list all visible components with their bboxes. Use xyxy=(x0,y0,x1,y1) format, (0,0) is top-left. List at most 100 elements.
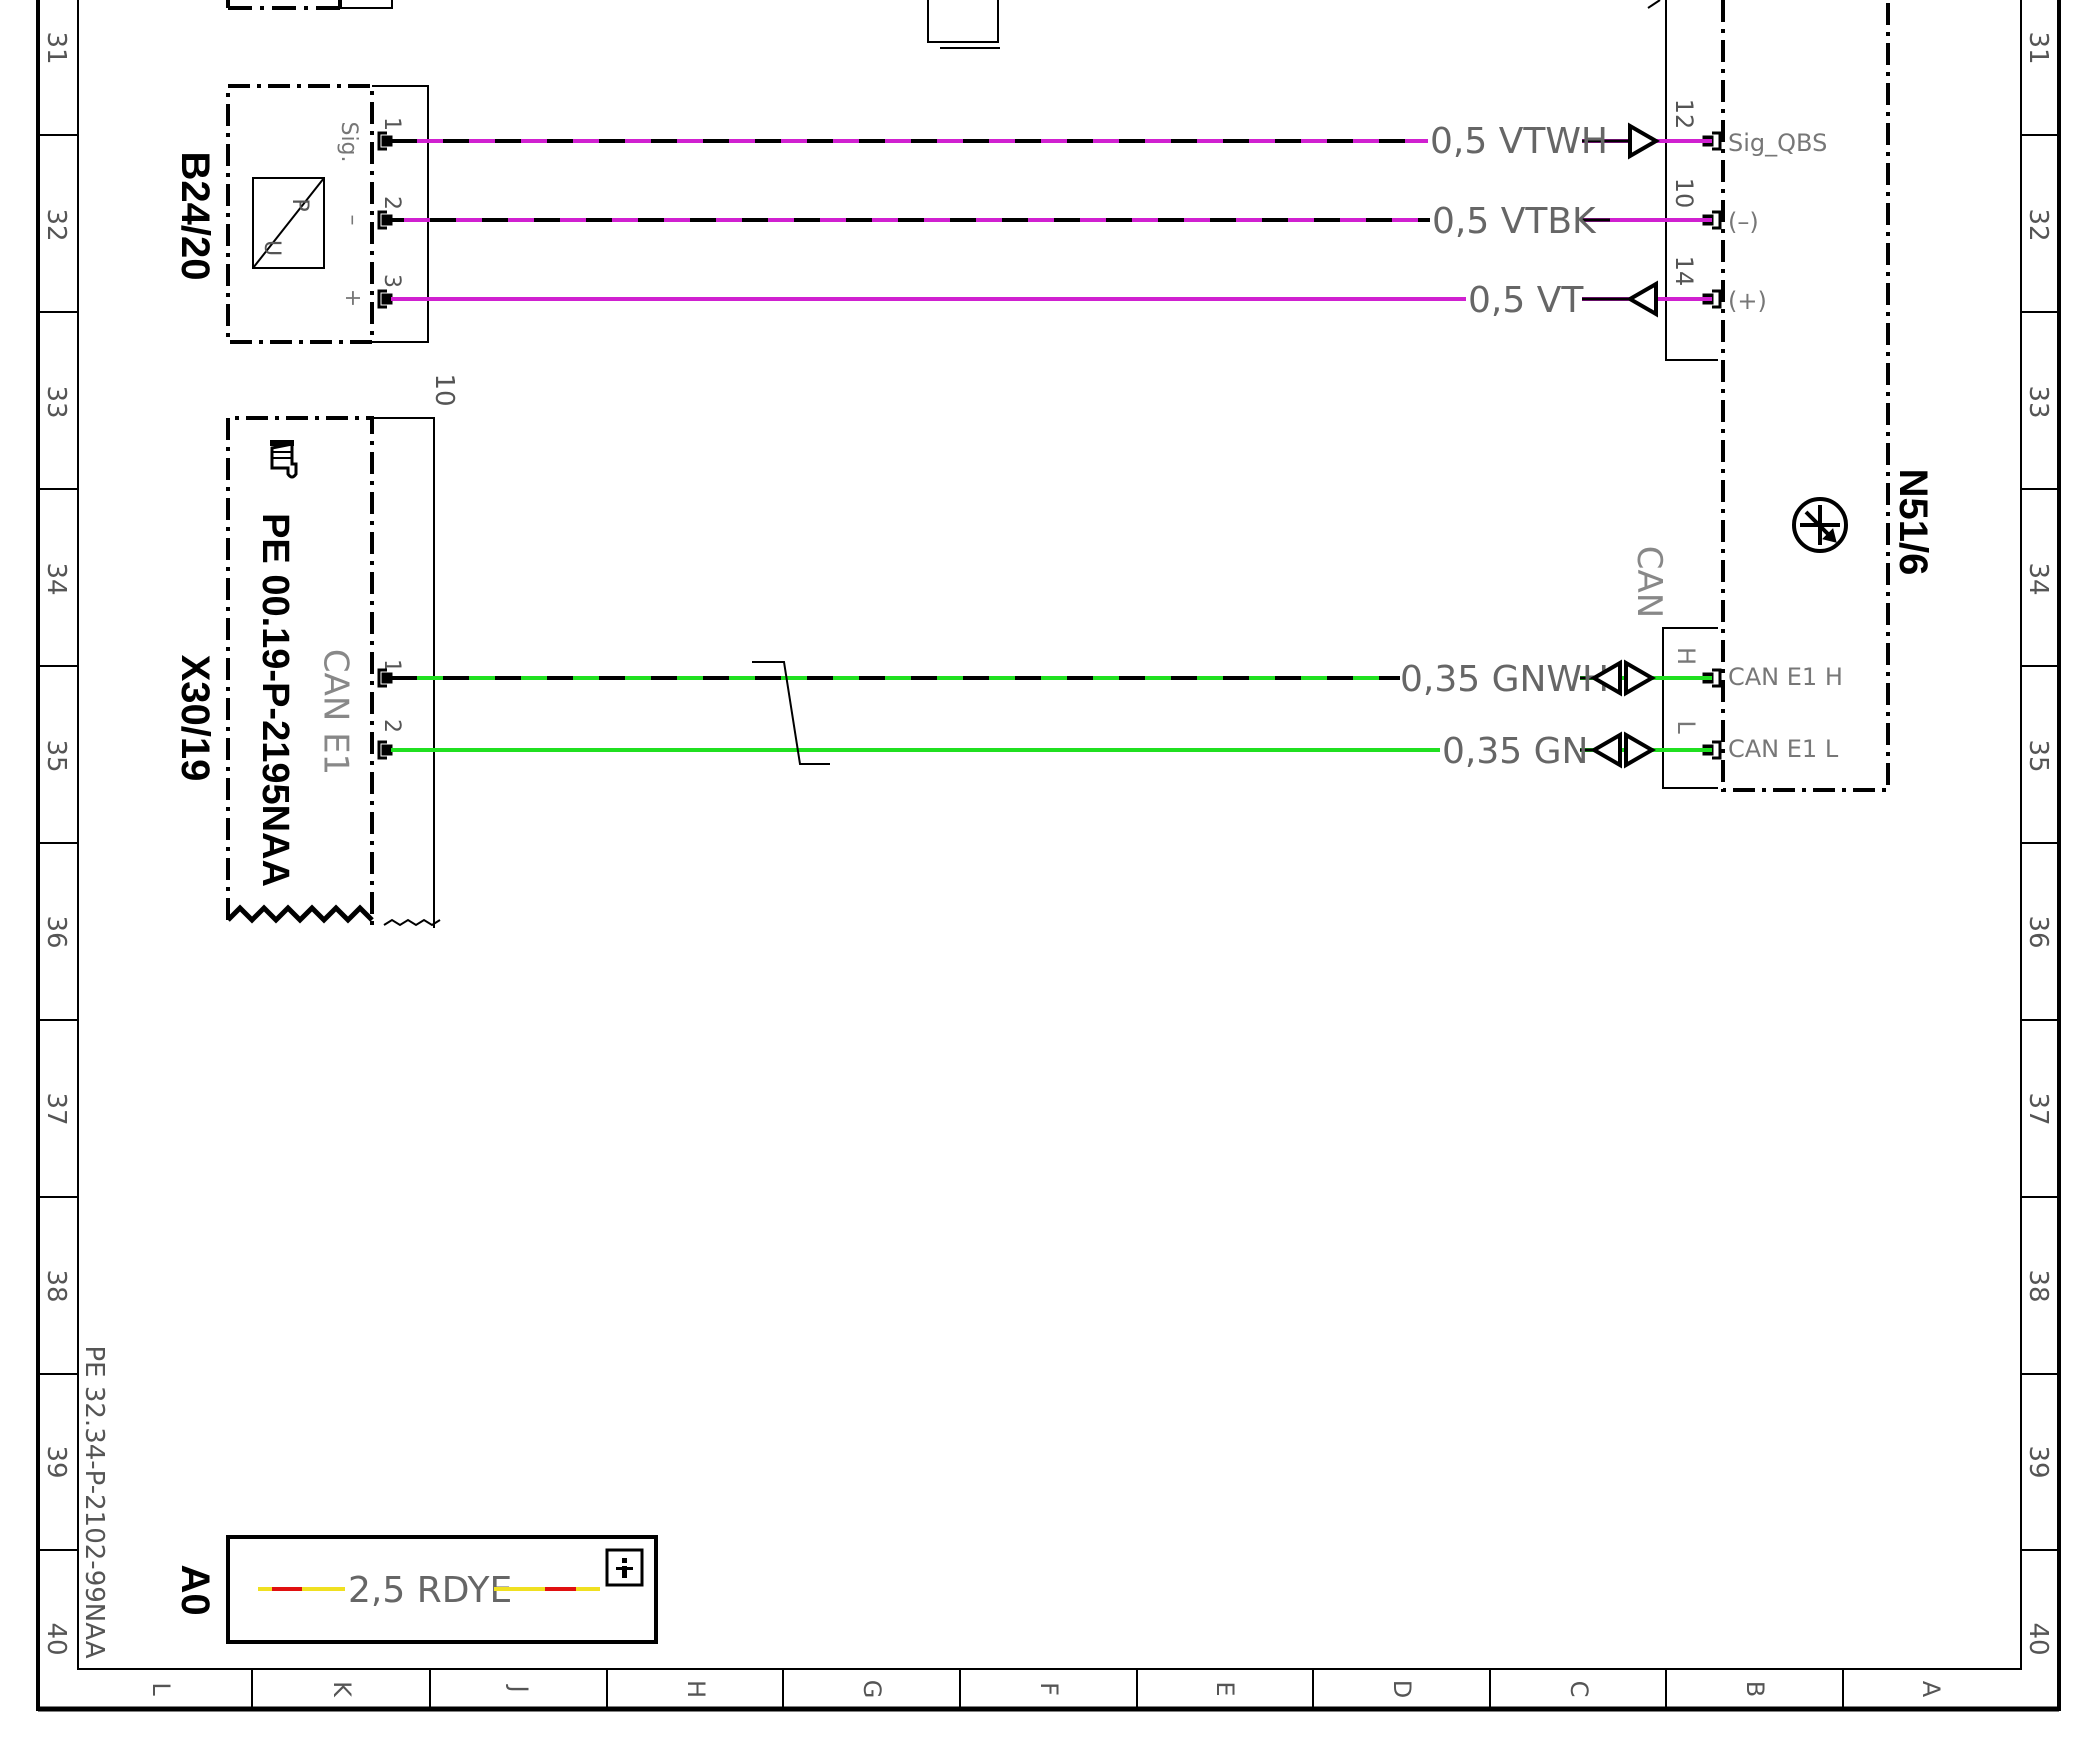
column-label: B xyxy=(1741,1681,1769,1697)
connector-break-line xyxy=(383,918,441,927)
row-label: 34 xyxy=(41,562,71,595)
row-labels-left: 31 32 33 34 35 36 37 38 39 40 xyxy=(41,31,71,1655)
row-label: 33 xyxy=(41,385,71,418)
column-label: A xyxy=(1917,1681,1945,1698)
legend-id: A0 xyxy=(173,1564,217,1615)
column-label: D xyxy=(1388,1680,1416,1698)
can-group-label: CAN xyxy=(1629,546,1669,618)
pin-label: (–) xyxy=(1728,208,1759,236)
connector-arrow-icon xyxy=(1628,122,1661,160)
column-label: K xyxy=(328,1681,356,1698)
row-label: 39 xyxy=(41,1445,71,1478)
drawing-frame xyxy=(36,0,2061,1712)
break-line xyxy=(226,904,374,924)
footer-reference: PE 32.34-P-2102-99NAA xyxy=(79,1345,109,1658)
pin-number: 10 xyxy=(1670,178,1698,209)
component-x30-19: 10 PE 00.19-P-2195NAA X30/19 CAN E1 1 2 xyxy=(173,373,459,928)
row-label: 33 xyxy=(2023,385,2053,418)
legend-box xyxy=(226,1535,658,1644)
connector-outline xyxy=(1665,0,1718,361)
legend-wire-label: 2,5 RDYE xyxy=(348,1570,512,1611)
component-outline xyxy=(226,416,374,928)
row-label: 34 xyxy=(2023,562,2053,595)
info-icon[interactable] xyxy=(605,1548,644,1587)
wire-label: 0,35 GN xyxy=(1442,731,1588,772)
row-label: 35 xyxy=(2023,739,2053,772)
column-label: C xyxy=(1565,1681,1593,1698)
pin-label-minus: – xyxy=(340,215,365,226)
sensor-symbol-icon xyxy=(252,177,325,269)
wire-label: 0,5 VTBK xyxy=(1432,201,1597,242)
reference-link[interactable]: PE 00.19-P-2195NAA xyxy=(254,513,296,887)
pin-number: 2 xyxy=(379,196,404,210)
can-connector-outline xyxy=(1662,627,1718,789)
wire-gn: 0,35 GN xyxy=(391,731,1712,772)
row-label: 35 xyxy=(41,739,71,772)
row-label: 37 xyxy=(2023,1092,2053,1125)
pin-label: (+) xyxy=(1728,287,1767,315)
component-b24-20: P U B24/20 Sig. – + 1 2 3 xyxy=(173,84,429,344)
pin-label: Sig_QBS xyxy=(1728,129,1827,157)
column-label: G xyxy=(858,1680,886,1699)
row-label: 36 xyxy=(2023,915,2053,948)
row-label: 38 xyxy=(2023,1269,2053,1302)
column-label: L xyxy=(147,1682,175,1696)
transistor-symbol-icon xyxy=(1792,497,1848,553)
pin-number: 14 xyxy=(1670,256,1698,287)
row-label: 39 xyxy=(2023,1445,2053,1478)
can-side-letter-h: H xyxy=(1672,647,1700,665)
wire-vtbk: 0,5 VTBK xyxy=(391,201,1712,242)
sensor-glyph-top: P xyxy=(287,198,312,211)
pointing-hand-icon xyxy=(270,440,298,479)
row-label: 31 xyxy=(41,31,71,64)
column-label: J xyxy=(505,1683,533,1692)
column-labels: L K J H G F E D C B A xyxy=(147,1680,1945,1699)
connector-outline xyxy=(372,417,435,928)
row-label: 40 xyxy=(41,1622,71,1655)
row-tick-marks xyxy=(38,134,2059,1551)
component-id-b24-20: B24/20 xyxy=(173,152,217,281)
column-label: H xyxy=(682,1680,710,1698)
wire-label: 0,5 VT xyxy=(1468,280,1584,321)
pin-label-plus: + xyxy=(340,289,365,307)
row-label: 37 xyxy=(41,1092,71,1125)
can-pin-label: CAN E1 H xyxy=(1728,663,1843,691)
column-tick-marks xyxy=(251,1669,1844,1709)
component-id-x30-19: X30/19 xyxy=(173,655,217,782)
column-label: F xyxy=(1035,1682,1063,1696)
row-labels-right: 31 32 33 34 35 36 37 38 39 40 xyxy=(2023,31,2053,1655)
component-id-n51-6: N51/6 xyxy=(1891,469,1935,576)
pin-contacts xyxy=(1702,131,1722,760)
wire-label: 0,5 VTWH xyxy=(1430,121,1608,162)
can-connector-arrows-icon xyxy=(1589,731,1657,769)
top-remnants xyxy=(226,0,1661,49)
wire-gnwh: 0,35 GNWH xyxy=(391,659,1712,700)
twisted-pair-marker xyxy=(752,661,830,765)
wire-label: 0,35 GNWH xyxy=(1400,659,1609,700)
can-connector-arrows-icon xyxy=(1589,659,1657,697)
row-label: 31 xyxy=(2023,31,2053,64)
connector-arrow-icon xyxy=(1625,280,1658,318)
can-side-letter-l: L xyxy=(1672,720,1700,734)
sensor-diagonal xyxy=(252,177,325,269)
column-label: E xyxy=(1211,1681,1239,1696)
pin-label-sig: Sig. xyxy=(336,121,361,162)
pin-number: 1 xyxy=(379,117,404,131)
row-label: 32 xyxy=(2023,208,2053,241)
row-label: 32 xyxy=(41,208,71,241)
pin-number: 12 xyxy=(1670,99,1698,130)
component-outline xyxy=(1721,0,1890,792)
row-label: 40 xyxy=(2023,1622,2053,1655)
sensor-glyph-bottom: U xyxy=(259,240,284,256)
wire-vt: 0,5 VT xyxy=(391,280,1712,321)
connector-outline xyxy=(372,85,429,343)
bus-label: CAN E1 xyxy=(316,649,356,775)
row-label: 36 xyxy=(41,915,71,948)
pin-contacts xyxy=(377,668,393,760)
pin-number: 2 xyxy=(379,719,404,733)
side-number: 10 xyxy=(429,373,459,406)
component-outline xyxy=(226,84,374,344)
legend-a0: A0 2,5 RDYE xyxy=(173,1535,658,1644)
